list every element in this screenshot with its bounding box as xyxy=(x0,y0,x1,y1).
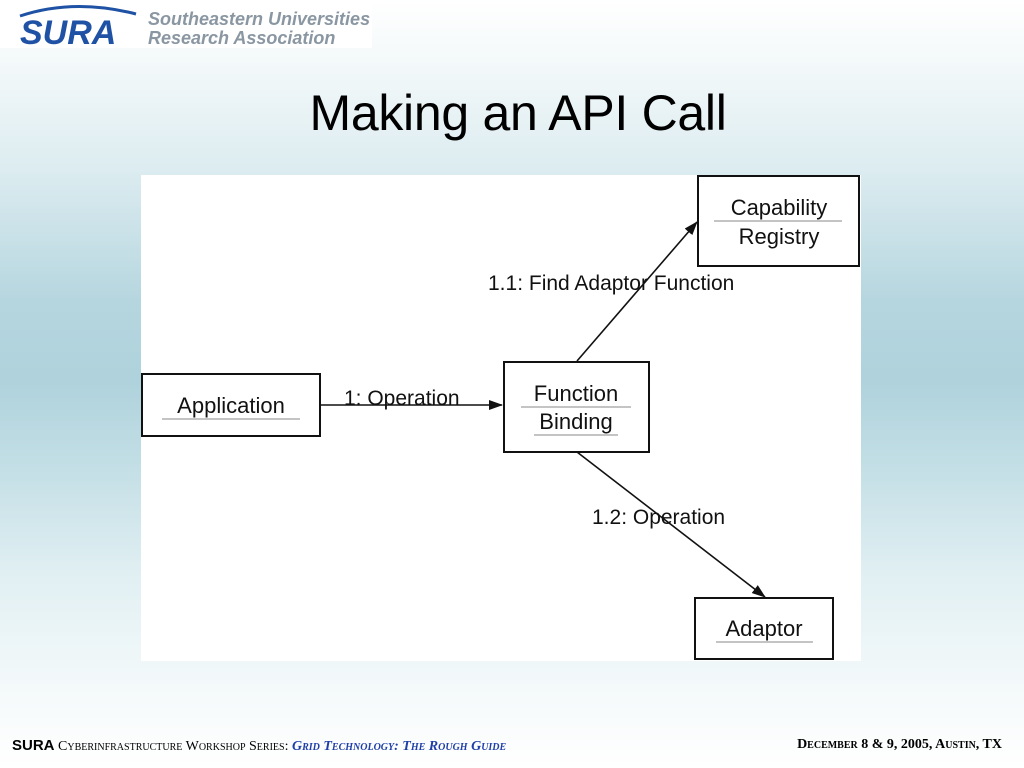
footer: SURA Cyberinfrastructure Workshop Series… xyxy=(0,737,1024,757)
node-adaptor: Adaptor xyxy=(694,597,834,660)
page-title: Making an API Call xyxy=(309,85,727,141)
footer-date-place: December 8 & 9, 2005, Austin, TX xyxy=(797,737,1002,752)
node-capability-registry-line1: Capability xyxy=(731,195,828,220)
node-capability-registry-line2: Registry xyxy=(739,224,820,249)
logo-org-line2: Research Association xyxy=(148,28,336,48)
edge-sub-operation xyxy=(576,451,766,598)
edge-sub-operation-label: 1.2: Operation xyxy=(592,506,725,529)
node-adaptor-label: Adaptor xyxy=(725,616,802,641)
logo-wordmark: SURA xyxy=(20,14,116,48)
node-function-binding-line1: Function xyxy=(534,381,618,406)
edge-operation-label: 1: Operation xyxy=(344,387,460,410)
diagram-panel: Application Function Binding Capability … xyxy=(141,175,861,661)
sura-logo-icon: SURA xyxy=(19,4,137,48)
node-function-binding-line2: Binding xyxy=(539,409,612,434)
uml-diagram: Application Function Binding Capability … xyxy=(141,175,860,660)
logo-banner: SURA Southeastern Universities Research … xyxy=(0,0,372,48)
node-capability-registry: Capability Registry xyxy=(697,175,860,267)
footer-guide-title: Grid Technology: The Rough Guide xyxy=(291,739,507,754)
node-function-binding: Function Binding xyxy=(503,361,650,453)
node-application: Application xyxy=(141,373,321,437)
edge-find-adaptor xyxy=(576,221,698,362)
footer-series-name: Cyberinfrastructure Workshop Series: xyxy=(58,739,289,754)
footer-series: SURA Cyberinfrastructure Workshop Series… xyxy=(12,737,506,755)
node-application-label: Application xyxy=(177,393,285,418)
edge-find-adaptor-label: 1.1: Find Adaptor Function xyxy=(488,272,734,295)
footer-brand: SURA xyxy=(12,737,55,754)
logo-caption: Southeastern Universities Research Assoc… xyxy=(148,10,370,48)
logo-org-line1: Southeastern Universities xyxy=(148,9,371,29)
